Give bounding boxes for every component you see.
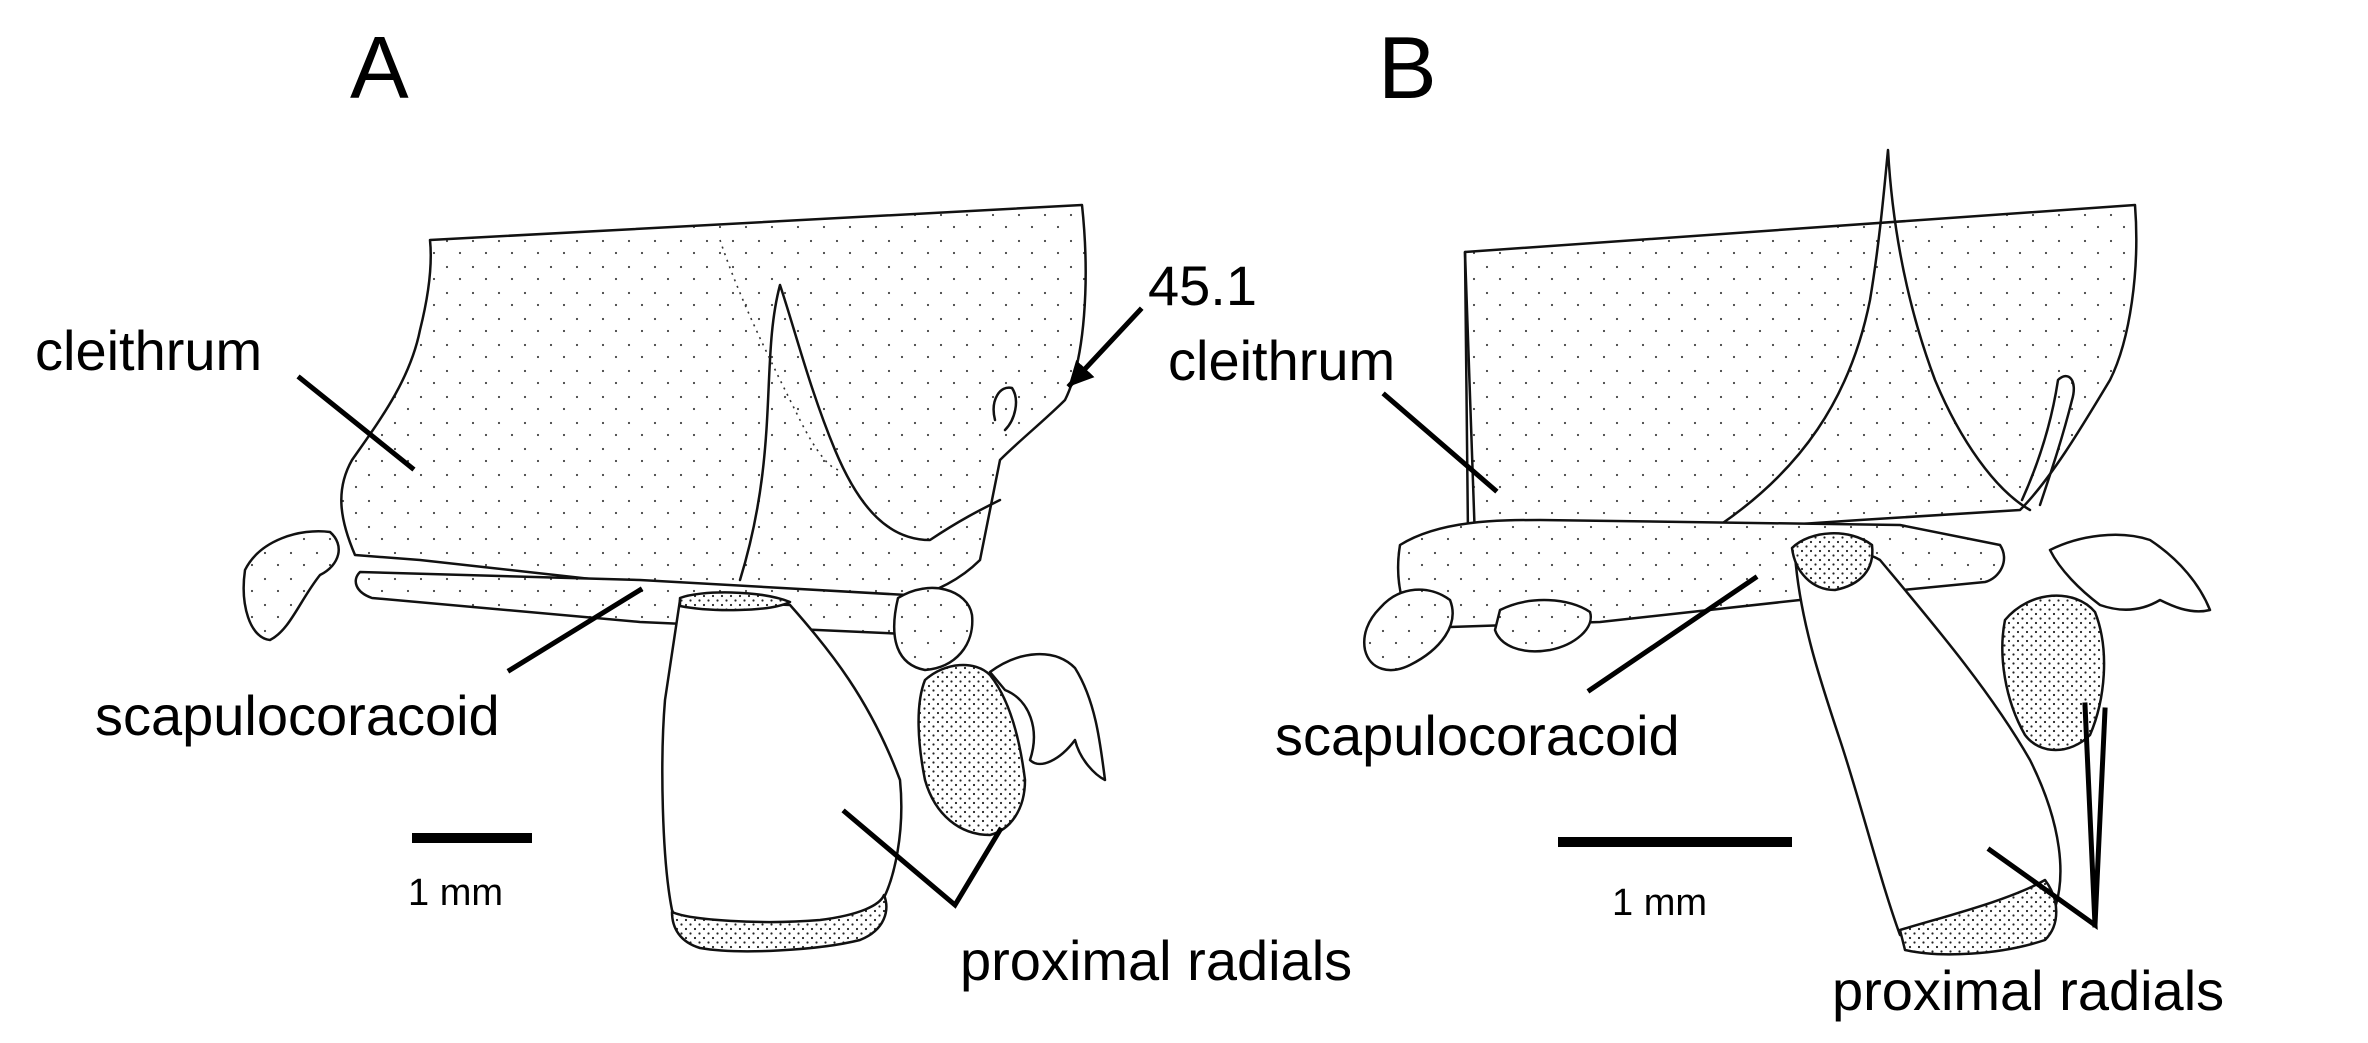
panel-a-character-arrow [1066,306,1144,389]
panel-a-cleithrum-label: cleithrum [35,319,262,382]
panel-b-cleithrum-leader [1381,391,1499,494]
panel-a: A cleithrum scapulocoracoid [35,18,1352,992]
panel-a-cleithrum-drawing [340,203,1087,612]
panel-a-scapulocoracoid-label: scapulocoracoid [95,684,500,747]
panel-b-cleithrum-drawing [1463,148,2138,542]
panel-a-radials-leader [841,808,1004,909]
panel-a-scapulocoracoid-drawing [242,530,974,672]
panel-b-scapulocoracoid-label: scapulocoracoid [1275,704,1680,767]
panel-b-cleithrum-label: cleithrum [1168,329,1395,392]
panel-b-radials-leader-2 [2092,707,2108,928]
panel-a-scapulocoracoid-leader [506,586,644,674]
panel-b-scale-label: 1 mm [1612,882,1707,924]
panel-b-letter: B [1378,18,1437,117]
panel-b: B cleithrum scapulocoracoid [1168,18,2224,1022]
panel-a-scale-label: 1 mm [408,872,503,914]
panel-b-radials-drawing [1790,532,2106,956]
panel-b-radials-label: proximal radials [1832,959,2224,1022]
panel-a-letter: A [350,18,409,117]
panel-a-character-label: 45.1 [1148,254,1257,317]
panel-a-radials-drawing [661,591,1107,953]
panel-a-radials-label: proximal radials [960,929,1352,992]
panel-a-cleithrum-leader [296,374,416,472]
panel-b-scapulocoracoid-leader [1586,574,1759,694]
